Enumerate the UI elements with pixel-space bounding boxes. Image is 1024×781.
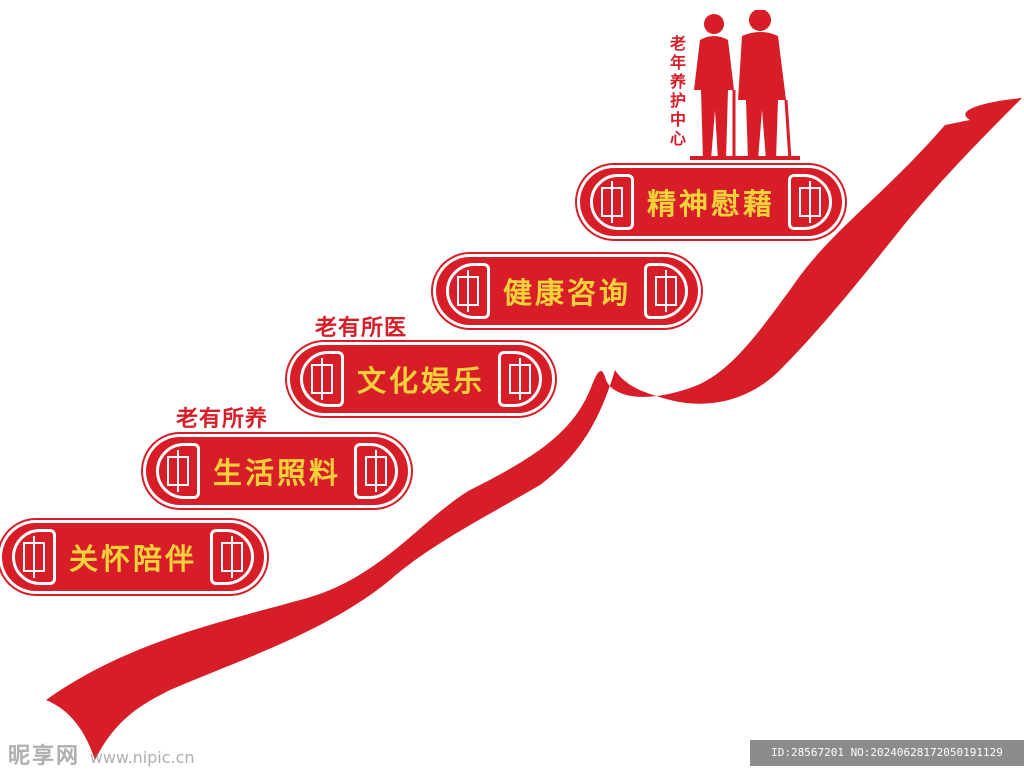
lattice-ornament-icon: [12, 529, 56, 585]
lattice-ornament-icon: [156, 443, 200, 499]
step-label: 精神慰藉: [646, 187, 775, 221]
lattice-ornament-icon: [300, 351, 344, 407]
step-label: 健康咨询: [502, 276, 631, 310]
lattice-ornament-icon: [210, 529, 254, 585]
watermark-brand: 昵享网 www.nipic.cn: [8, 738, 195, 770]
lattice-ornament-icon: [498, 351, 542, 407]
lattice-ornament-icon: [644, 263, 688, 319]
caption-elderly-care: 老有所养: [176, 407, 269, 432]
step-culture-entertainment: 文化娱乐: [290, 345, 552, 413]
lattice-ornament-icon: [446, 263, 490, 319]
lattice-ornament-icon: [354, 443, 398, 499]
watermark-brand-name: 昵享网: [8, 744, 81, 769]
caption-elderly-medical: 老有所医: [315, 316, 408, 341]
lattice-ornament-icon: [788, 174, 832, 230]
step-care-companionship: 关怀陪伴: [2, 523, 264, 591]
vertical-title: 老年养护中心: [669, 34, 686, 148]
watermark-id: ID:28567201 NO:20240628172050191129: [750, 740, 1024, 766]
step-life-care: 生活照料: [146, 437, 408, 505]
elderly-couple-icon: [690, 10, 800, 160]
lattice-ornament-icon: [590, 174, 634, 230]
step-health-consultation: 健康咨询: [436, 257, 698, 325]
step-spiritual-comfort: 精神慰藉: [580, 168, 842, 236]
step-label: 关怀陪伴: [68, 542, 197, 576]
step-label: 生活照料: [212, 456, 341, 490]
watermark-site: www.nipic.cn: [89, 748, 195, 767]
step-label: 文化娱乐: [356, 364, 485, 398]
